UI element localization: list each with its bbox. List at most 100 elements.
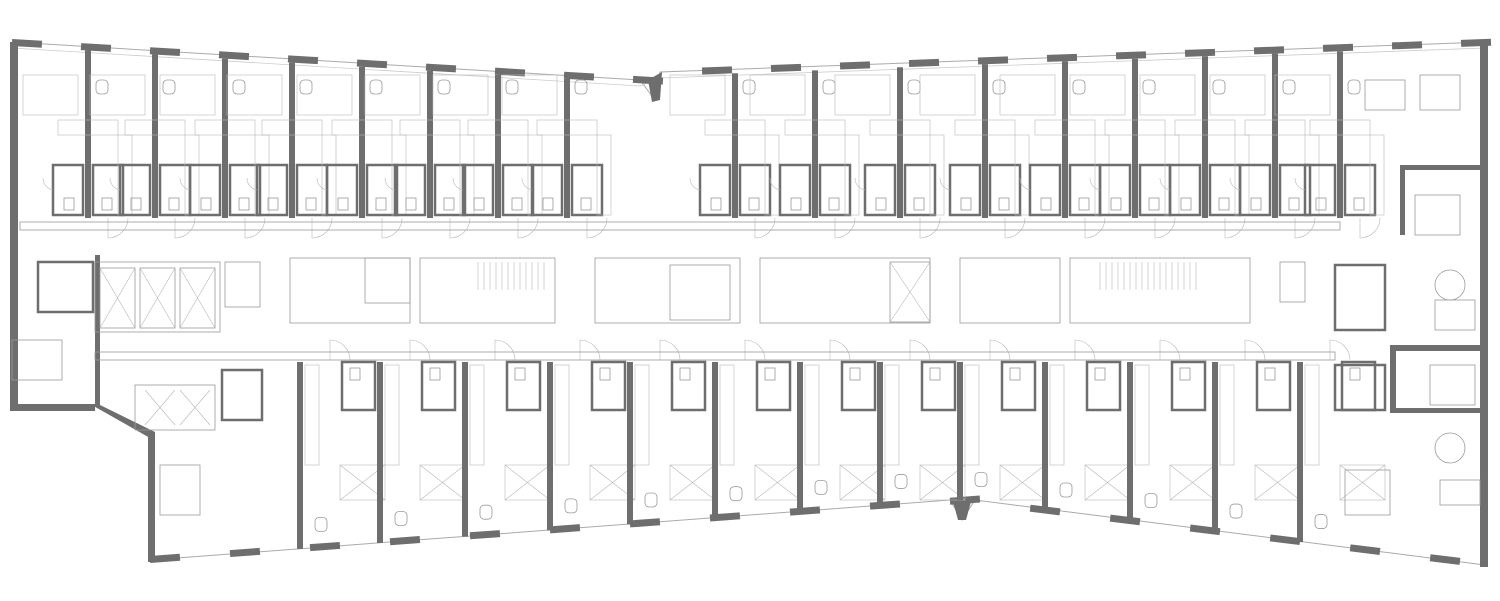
door-swing bbox=[689, 177, 701, 191]
shaft bbox=[1279, 261, 1306, 303]
toilet-icon bbox=[1094, 367, 1106, 381]
toilet-icon bbox=[305, 197, 317, 211]
wardrobe bbox=[1094, 134, 1110, 216]
bathroom-pod bbox=[1333, 263, 1387, 332]
wardrobe bbox=[384, 364, 400, 466]
bathroom-pod bbox=[51, 163, 85, 217]
unit-partition-wall bbox=[297, 362, 303, 549]
chair-icon bbox=[369, 79, 383, 95]
bed-icon bbox=[501, 74, 558, 116]
corridor-edge bbox=[19, 221, 1341, 231]
toilet-icon bbox=[429, 367, 441, 381]
chair-icon bbox=[162, 79, 176, 95]
interior-wall bbox=[1390, 345, 1485, 351]
facade-pier bbox=[287, 55, 319, 65]
sofa-icon bbox=[1439, 479, 1481, 506]
facade-pier bbox=[1429, 554, 1461, 565]
toilet-icon bbox=[101, 197, 113, 211]
facade-pier bbox=[549, 524, 581, 534]
facade-pier bbox=[1046, 53, 1078, 62]
facade-pier bbox=[908, 58, 940, 67]
bed-line bbox=[669, 464, 716, 501]
facade-pier bbox=[218, 51, 250, 61]
facade-pier bbox=[1115, 51, 1147, 60]
bed-icon bbox=[1339, 464, 1386, 501]
bathroom-pod bbox=[295, 163, 329, 217]
elevator-cross bbox=[179, 267, 216, 329]
wardrobe bbox=[1164, 134, 1180, 216]
facade-pier bbox=[629, 518, 661, 528]
unit-partition-wall bbox=[627, 362, 633, 525]
unit-partition-wall bbox=[152, 54, 158, 218]
bed-line bbox=[754, 464, 801, 501]
chair-icon bbox=[907, 79, 921, 95]
kitchenette bbox=[1244, 119, 1306, 136]
wardrobe bbox=[1134, 364, 1150, 466]
stairwell bbox=[419, 257, 556, 324]
entry-door bbox=[244, 217, 266, 239]
entry-door bbox=[1329, 339, 1351, 361]
wardrobe bbox=[929, 134, 945, 216]
central-core bbox=[19, 221, 1341, 431]
toilet-icon bbox=[1180, 197, 1192, 211]
facade-pier bbox=[1322, 43, 1354, 52]
facade-pier bbox=[309, 541, 341, 552]
unit-partition-wall bbox=[797, 362, 803, 512]
bathroom-pod bbox=[91, 163, 125, 217]
right-wall bbox=[1480, 42, 1488, 567]
unit-partition-wall bbox=[1337, 51, 1343, 218]
toilet-icon bbox=[580, 197, 592, 211]
service-room bbox=[759, 257, 931, 324]
entry-door bbox=[1359, 217, 1381, 239]
bed-icon bbox=[1069, 74, 1126, 116]
bathroom-pod bbox=[1238, 163, 1272, 217]
facade-pier bbox=[701, 66, 733, 75]
elevator-bank-2 bbox=[134, 384, 216, 431]
bathroom-pod bbox=[818, 163, 852, 217]
bed-icon bbox=[669, 74, 726, 116]
kitchenette bbox=[1309, 119, 1371, 136]
wardrobe bbox=[596, 134, 612, 216]
wardrobe bbox=[1304, 364, 1320, 466]
left-wing-bottom bbox=[10, 404, 95, 411]
unit-partition-wall bbox=[1212, 362, 1218, 532]
toilet-icon bbox=[1148, 197, 1160, 211]
bathroom-pod bbox=[255, 163, 289, 217]
toilet-icon bbox=[63, 197, 75, 211]
door-swing bbox=[939, 177, 951, 191]
stairs bbox=[477, 262, 545, 290]
bathroom-pod bbox=[365, 163, 399, 217]
bathroom-pod bbox=[570, 163, 604, 217]
toilet-icon bbox=[267, 197, 279, 211]
door-swing bbox=[1159, 177, 1171, 191]
chair-icon bbox=[644, 492, 658, 508]
bathroom-pod bbox=[1340, 360, 1377, 412]
unit-partition-wall bbox=[462, 362, 468, 537]
kitchenette bbox=[194, 119, 256, 136]
toilet-icon bbox=[875, 197, 887, 211]
interior-wall bbox=[1400, 165, 1405, 235]
service-room bbox=[669, 264, 731, 321]
bed-icon bbox=[159, 74, 216, 116]
entry-door bbox=[517, 217, 539, 239]
unit-partition-wall bbox=[1202, 56, 1208, 218]
chair-icon bbox=[95, 79, 109, 95]
toilet-icon bbox=[790, 197, 802, 211]
entry-door bbox=[409, 339, 431, 361]
toilet-icon bbox=[542, 197, 554, 211]
door-swing bbox=[384, 177, 396, 191]
unit-partition-wall bbox=[222, 58, 228, 218]
elevator-bank bbox=[94, 261, 221, 333]
bed-icon bbox=[364, 74, 421, 116]
toilet-icon bbox=[828, 197, 840, 211]
facade-pier bbox=[11, 39, 43, 48]
unit-partition-wall bbox=[732, 73, 738, 218]
bed-icon bbox=[834, 74, 891, 116]
wardrobe bbox=[527, 134, 543, 216]
bathroom-pod bbox=[1168, 163, 1202, 217]
kitchenette bbox=[399, 119, 461, 136]
bed-line bbox=[1169, 464, 1216, 501]
chair-icon bbox=[437, 79, 451, 95]
facade-pier bbox=[563, 71, 595, 81]
chair-icon bbox=[814, 479, 828, 495]
